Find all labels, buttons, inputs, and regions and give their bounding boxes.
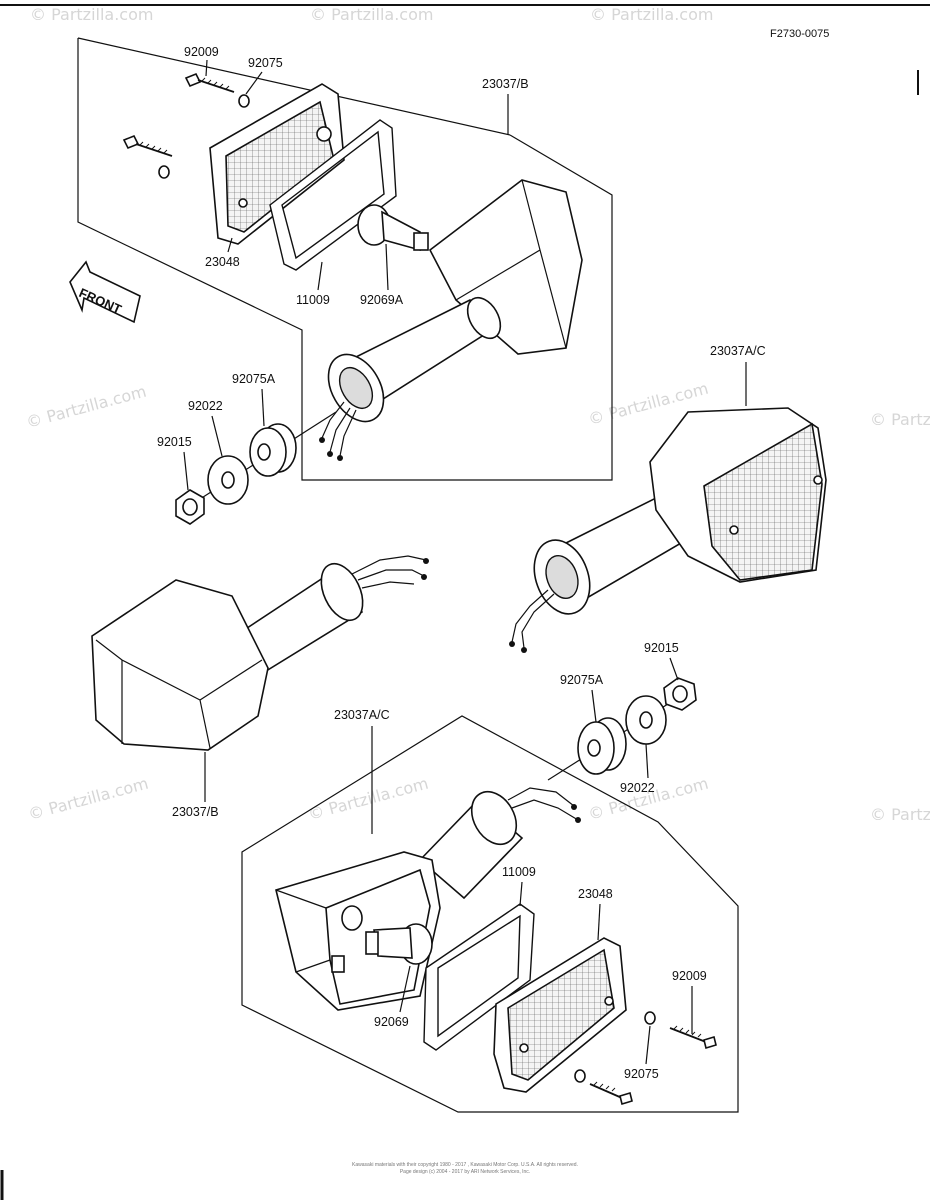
bulb-92069-bottom xyxy=(365,923,433,965)
bulb-92069A-top xyxy=(357,204,429,252)
right-turn-signal: 23037A/C xyxy=(509,344,827,653)
svg-text:© Partzilla.com: © Partzilla.com xyxy=(870,805,930,824)
washer-92075-bottom-upper xyxy=(644,1011,656,1025)
grommet-92075A-right xyxy=(577,717,627,775)
gasket-11009-top xyxy=(269,119,397,271)
label-92075A-right: 92075A xyxy=(560,673,604,687)
screw-92009-lower xyxy=(122,134,173,157)
mid-hardware: 92075A 92022 92015 xyxy=(157,372,337,525)
nut-92015-right xyxy=(663,677,697,711)
svg-text:© Partzilla.com: © Partzilla.com xyxy=(24,382,148,432)
label-92022-right: 92022 xyxy=(620,781,655,795)
label-23037AC-left: 23037A/C xyxy=(334,708,390,722)
label-23048-top: 23048 xyxy=(205,255,240,269)
screw-92009-upper xyxy=(184,72,235,93)
top-assembly: 92009 92075 23037/B 23048 11009 92069A xyxy=(77,37,613,481)
right-hardware: 92015 92075A 92022 xyxy=(547,641,697,795)
svg-text:© Partzilla.com: © Partzilla.com xyxy=(30,5,153,24)
label-23048-bottom: 23048 xyxy=(578,887,613,901)
washer-92075-upper xyxy=(238,94,250,108)
housing-23037B-top xyxy=(319,179,583,461)
top-group-bracket xyxy=(77,38,613,481)
svg-text:© Partzilla.com: © Partzilla.com xyxy=(590,5,713,24)
lens-23048-top xyxy=(209,83,345,245)
bottom-assembly: 23037A/C 11009 23048 92009 92069 92075 xyxy=(241,708,739,1113)
footer-design: Page design (c) 2004 - 2017 by ARI Netwo… xyxy=(400,1169,530,1175)
reference-code: F2730-0075 xyxy=(770,28,829,40)
nut-92015-mid xyxy=(175,489,205,525)
svg-text:© Partzilla.com: © Partzilla.com xyxy=(26,774,150,824)
label-92009-bottom: 92009 xyxy=(672,969,707,983)
label-11009-top: 11009 xyxy=(296,293,330,307)
label-23037B-top: 23037/B xyxy=(482,77,529,91)
washer-92075-lower xyxy=(158,165,170,179)
label-92075-top: 92075 xyxy=(248,56,283,70)
svg-text:© Partzilla.com: © Partzilla.com xyxy=(310,5,433,24)
footer-copyright: Kawasaki materials with their copyright … xyxy=(352,1162,578,1168)
svg-text:© Partzilla.com: © Partzilla.com xyxy=(306,774,430,824)
label-92075A-mid: 92075A xyxy=(232,372,276,386)
lens-23048-bottom xyxy=(493,937,627,1093)
screw-92009-bottom-upper xyxy=(669,1025,717,1050)
washer-92022-mid xyxy=(207,455,249,505)
label-23037B-left: 23037/B xyxy=(172,805,219,819)
label-23037AC-right: 23037A/C xyxy=(710,344,766,358)
label-92075-bottom: 92075 xyxy=(624,1067,659,1081)
screw-92009-bottom-lower xyxy=(589,1081,633,1106)
label-92015-mid: 92015 xyxy=(157,435,192,449)
washer-92075-bottom-lower xyxy=(574,1069,586,1083)
grommet-92075A-mid xyxy=(249,423,297,477)
label-92022-mid: 92022 xyxy=(188,399,223,413)
front-arrow: FRONT xyxy=(69,260,141,324)
washer-92022-right xyxy=(625,695,667,745)
label-11009-bottom: 11009 xyxy=(502,865,536,879)
label-92015-right: 92015 xyxy=(644,641,679,655)
svg-text:© Partzilla.com: © Partzilla.com xyxy=(870,410,930,429)
label-92069A-top: 92069A xyxy=(360,293,404,307)
label-92009-top: 92009 xyxy=(184,45,219,59)
label-92069-bottom: 92069 xyxy=(374,1015,409,1029)
left-turn-signal: 23037/B xyxy=(91,555,429,819)
